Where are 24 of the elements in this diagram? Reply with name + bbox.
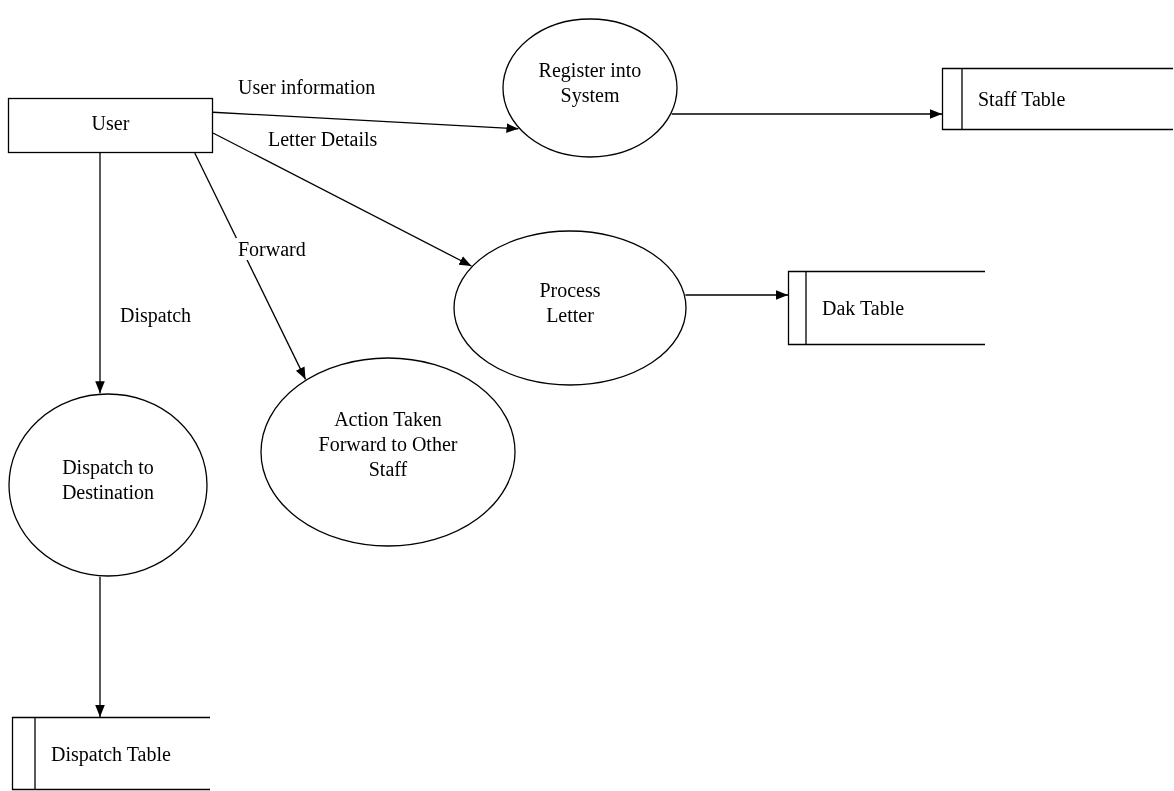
process-ellipse: [260, 357, 516, 547]
data-store: [787, 270, 986, 346]
arrow: [684, 290, 789, 300]
process-ellipse: [8, 393, 208, 577]
arrow: [212, 132, 473, 267]
node-label: Dispatch to Destination: [60, 455, 156, 505]
arrow: [212, 111, 520, 133]
entity-box: [7, 97, 214, 154]
node-label: Staff Table: [978, 86, 1066, 112]
arrow: [95, 152, 105, 394]
edge-label: Forward: [236, 238, 308, 260]
node-label: Process Letter: [538, 278, 602, 328]
arrow: [671, 109, 943, 119]
node-label: Action Taken Forward to Other Staff: [317, 407, 459, 482]
process-ellipse: [502, 18, 678, 158]
node-label: Dispatch Table: [51, 741, 171, 766]
node-label: Dak Table: [822, 295, 905, 321]
node-label: User: [90, 110, 131, 136]
arrow: [95, 576, 105, 718]
node-label: Register into System: [537, 58, 643, 108]
data-store: [941, 67, 1174, 131]
process-ellipse: [453, 230, 687, 386]
arrow: [194, 152, 307, 380]
data-store: [11, 716, 211, 791]
